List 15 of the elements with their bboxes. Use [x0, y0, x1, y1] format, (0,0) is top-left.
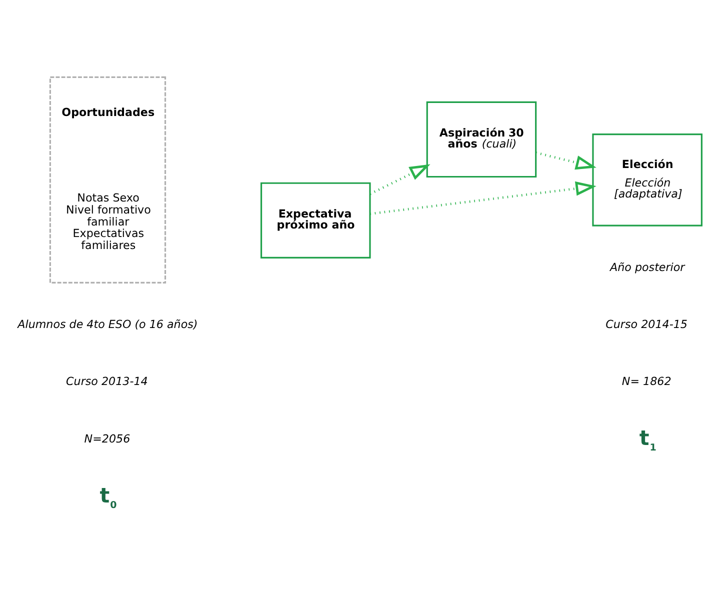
node-box: Elección Elección [adaptativa] [592, 134, 702, 226]
label: N= 1862 [622, 375, 672, 388]
label: Año posterior [610, 260, 685, 274]
label: t$_{0}$ [100, 483, 117, 511]
label: Alumnos de 4to ESO (o 16 años) [18, 318, 198, 332]
label: N=2056 [84, 432, 130, 446]
node-box: Aspiración 30 años (cuali) [426, 101, 537, 178]
node-box: Expectativa próximo año [260, 182, 371, 258]
label: t$_{1}$ [639, 426, 656, 454]
arrow [370, 181, 596, 215]
arrow [370, 164, 430, 195]
arrow [536, 152, 596, 170]
node-box: Oportunidades Notas Sexo Nivel formativo familiar Expectativas familiares [49, 76, 166, 284]
label: Curso 2014-15 [606, 318, 688, 332]
label: Curso 2013-14 [66, 375, 148, 388]
